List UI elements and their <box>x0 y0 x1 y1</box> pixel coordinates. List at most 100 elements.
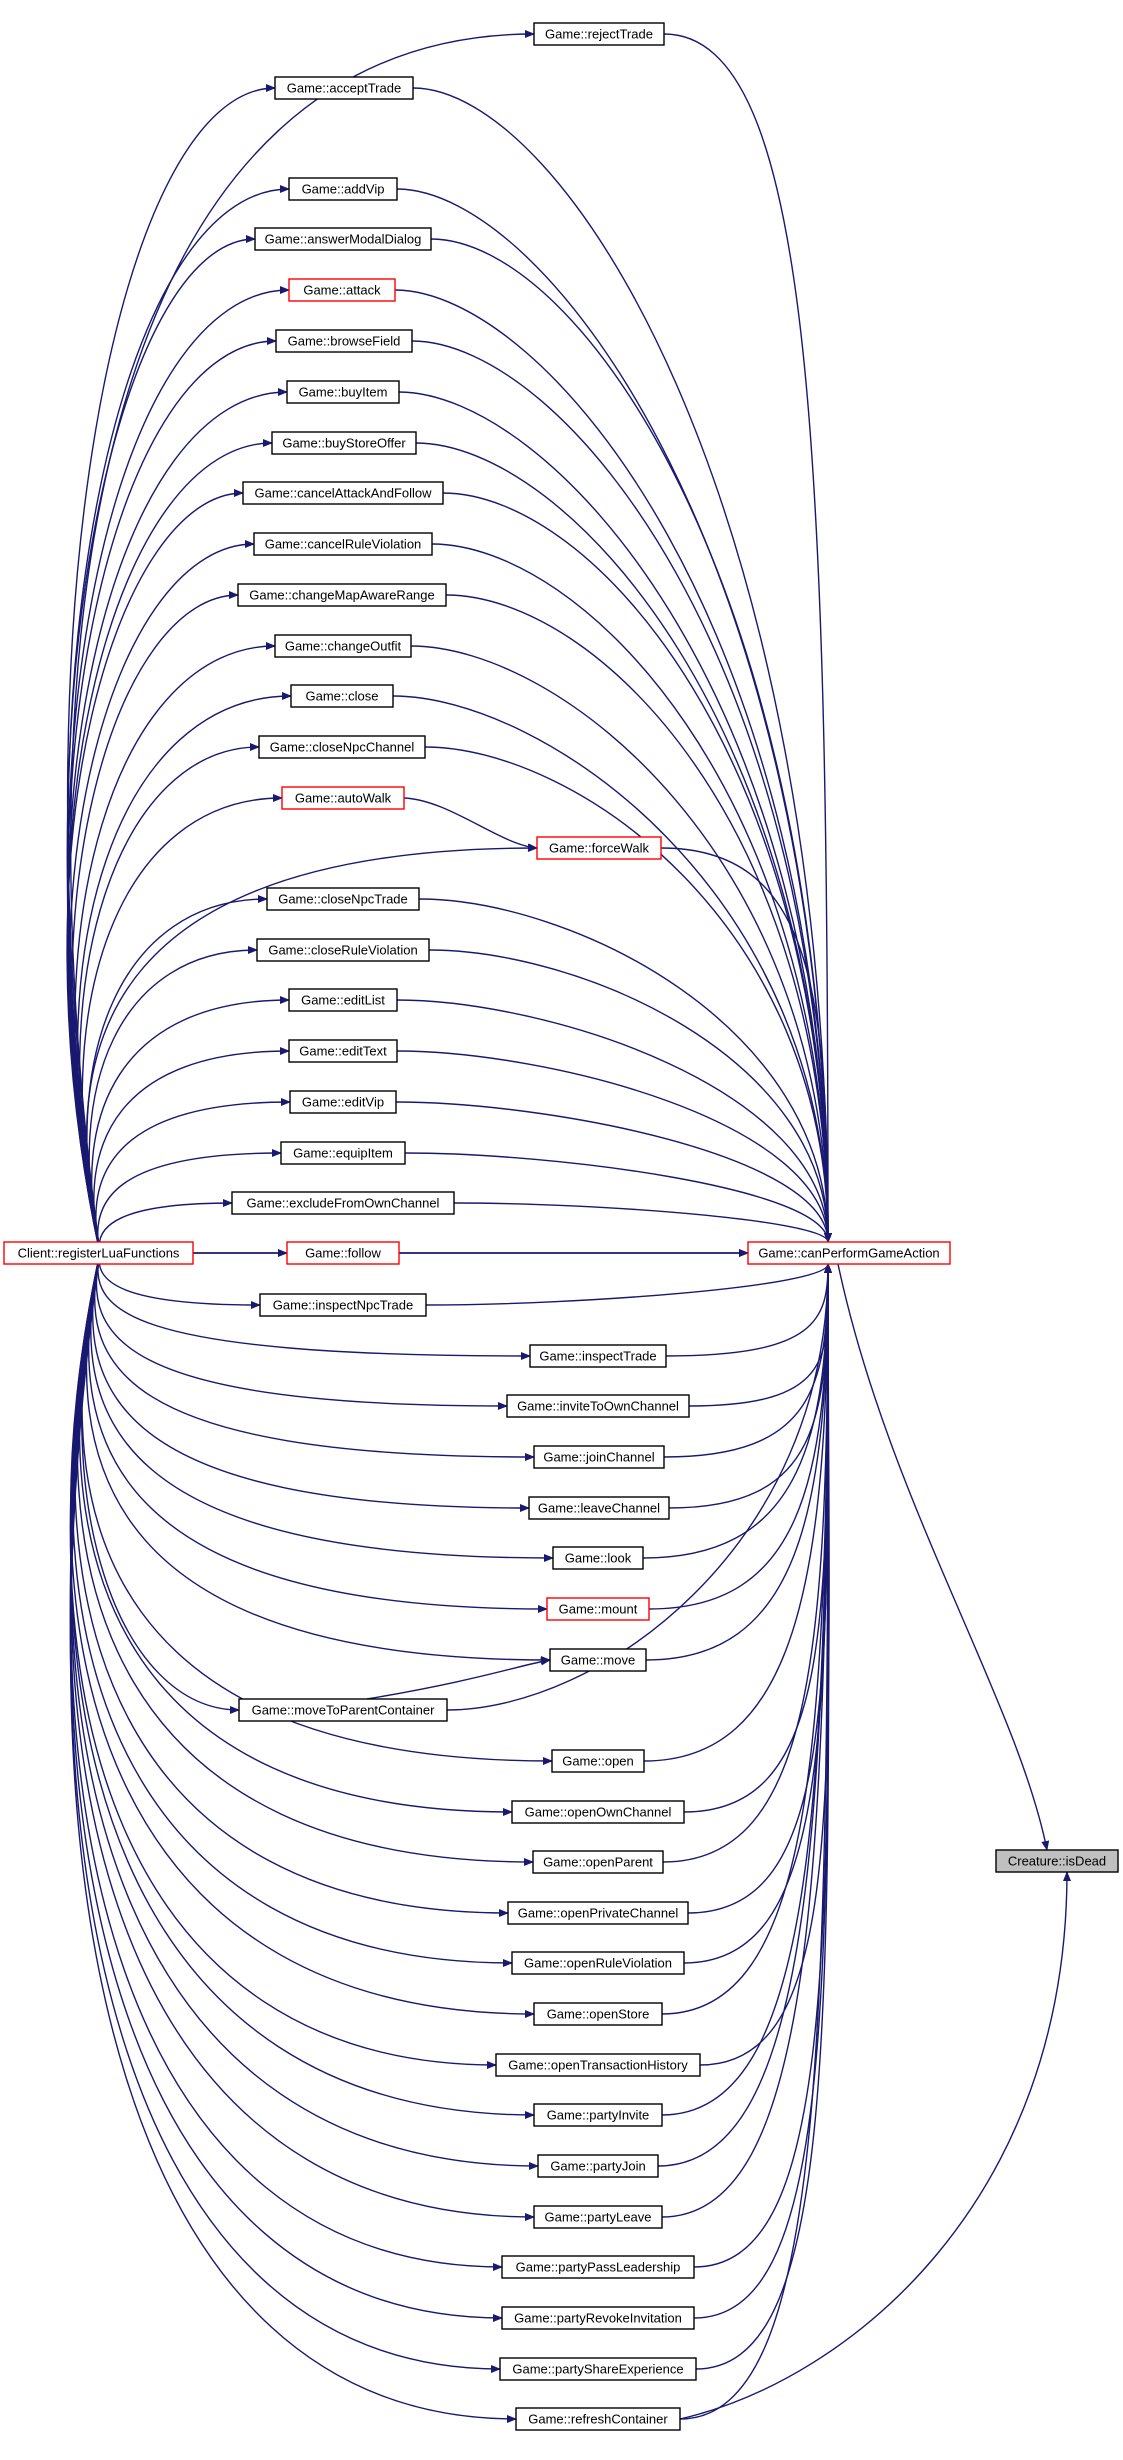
node-mount-box[interactable] <box>546 1597 650 1621</box>
node-refresh[interactable]: Game::refreshContainer <box>515 2407 681 2431</box>
node-inspnpc[interactable]: Game::inspectNpcTrade <box>259 1293 427 1317</box>
node-join-box[interactable] <box>533 1445 665 1469</box>
node-equip-box[interactable] <box>280 1141 406 1165</box>
node-partyjoin-box[interactable] <box>537 2154 659 2178</box>
node-cancelatk[interactable]: Game::cancelAttackAndFollow <box>242 481 444 505</box>
node-openown-box[interactable] <box>511 1800 685 1824</box>
node-partyshare[interactable]: Game::partyShareExperience <box>499 2357 697 2381</box>
node-browse-box[interactable] <box>275 329 413 353</box>
node-openpar-box[interactable] <box>532 1850 664 1874</box>
node-leave-box[interactable] <box>528 1496 670 1520</box>
node-changeout[interactable]: Game::changeOutfit <box>274 634 412 658</box>
node-editvip-box[interactable] <box>289 1090 397 1114</box>
node-changemap-box[interactable] <box>237 583 447 607</box>
node-closenpcch-box[interactable] <box>258 735 426 759</box>
node-openown[interactable]: Game::openOwnChannel <box>511 1800 685 1824</box>
node-open-box[interactable] <box>551 1749 645 1773</box>
node-editlist[interactable]: Game::editList <box>288 988 398 1012</box>
node-partypass-box[interactable] <box>501 2255 695 2279</box>
node-openstore[interactable]: Game::openStore <box>533 2002 663 2026</box>
node-closerule-box[interactable] <box>256 938 430 962</box>
node-browse[interactable]: Game::browseField <box>275 329 413 353</box>
node-movepar[interactable]: Game::moveToParentContainer <box>238 1698 448 1722</box>
node-openpriv-box[interactable] <box>507 1901 689 1925</box>
node-canperform[interactable]: Game::canPerformGameAction <box>747 1241 951 1265</box>
node-partyrev[interactable]: Game::partyRevokeInvitation <box>501 2306 695 2330</box>
node-forcewalk[interactable]: Game::forceWalk <box>536 836 662 860</box>
node-partyleave[interactable]: Game::partyLeave <box>533 2205 663 2229</box>
node-leave[interactable]: Game::leaveChannel <box>528 1496 670 1520</box>
node-addvip[interactable]: Game::addVip <box>288 177 398 201</box>
node-partypass[interactable]: Game::partyPassLeadership <box>501 2255 695 2279</box>
node-openrule-box[interactable] <box>511 1951 685 1975</box>
node-exclude[interactable]: Game::excludeFromOwnChannel <box>231 1191 455 1215</box>
node-reject[interactable]: Game::rejectTrade <box>533 22 665 46</box>
node-accept-box[interactable] <box>274 76 414 100</box>
node-partyrev-box[interactable] <box>501 2306 695 2330</box>
node-inspnpc-box[interactable] <box>259 1293 427 1317</box>
node-partyshare-box[interactable] <box>499 2357 697 2381</box>
node-cancelatk-box[interactable] <box>242 481 444 505</box>
node-forcewalk-box[interactable] <box>536 836 662 860</box>
node-partyleave-box[interactable] <box>533 2205 663 2229</box>
node-buystore-box[interactable] <box>271 431 417 455</box>
node-addvip-box[interactable] <box>288 177 398 201</box>
node-edittext[interactable]: Game::editText <box>288 1039 398 1063</box>
node-accept[interactable]: Game::acceptTrade <box>274 76 414 100</box>
node-partyinv[interactable]: Game::partyInvite <box>533 2103 663 2127</box>
node-attack-box[interactable] <box>288 278 396 302</box>
node-closenpcch[interactable]: Game::closeNpcChannel <box>258 735 426 759</box>
node-look[interactable]: Game::look <box>552 1546 644 1570</box>
node-isdead-box[interactable] <box>995 1849 1119 1873</box>
node-join[interactable]: Game::joinChannel <box>533 1445 665 1469</box>
node-opentrans[interactable]: Game::openTransactionHistory <box>495 2053 701 2077</box>
node-follow[interactable]: Game::follow <box>286 1241 400 1265</box>
node-openrule[interactable]: Game::openRuleViolation <box>511 1951 685 1975</box>
node-close[interactable]: Game::close <box>290 684 394 708</box>
node-opentrans-box[interactable] <box>495 2053 701 2077</box>
node-partyinv-box[interactable] <box>533 2103 663 2127</box>
node-follow-box[interactable] <box>286 1241 400 1265</box>
node-move[interactable]: Game::move <box>549 1648 647 1672</box>
node-canperform-box[interactable] <box>747 1241 951 1265</box>
node-look-box[interactable] <box>552 1546 644 1570</box>
node-buyitem-box[interactable] <box>286 380 400 404</box>
node-open[interactable]: Game::open <box>551 1749 645 1773</box>
node-answer[interactable]: Game::answerModalDialog <box>254 227 432 251</box>
node-closenpctr-box[interactable] <box>266 887 420 911</box>
node-buystore[interactable]: Game::buyStoreOffer <box>271 431 417 455</box>
node-closerule[interactable]: Game::closeRuleViolation <box>256 938 430 962</box>
node-isdead[interactable]: Creature::isDead <box>995 1849 1119 1873</box>
node-buyitem[interactable]: Game::buyItem <box>286 380 400 404</box>
node-equip[interactable]: Game::equipItem <box>280 1141 406 1165</box>
node-client[interactable]: Client::registerLuaFunctions <box>3 1241 194 1265</box>
node-closenpctr[interactable]: Game::closeNpcTrade <box>266 887 420 911</box>
node-partyjoin[interactable]: Game::partyJoin <box>537 2154 659 2178</box>
node-invite-box[interactable] <box>506 1394 690 1418</box>
node-refresh-box[interactable] <box>515 2407 681 2431</box>
node-autowalk-box[interactable] <box>281 786 405 810</box>
node-editvip[interactable]: Game::editVip <box>289 1090 397 1114</box>
node-mount[interactable]: Game::mount <box>546 1597 650 1621</box>
node-editlist-box[interactable] <box>288 988 398 1012</box>
node-close-box[interactable] <box>290 684 394 708</box>
node-edittext-box[interactable] <box>288 1039 398 1063</box>
node-attack[interactable]: Game::attack <box>288 278 396 302</box>
node-autowalk[interactable]: Game::autoWalk <box>281 786 405 810</box>
node-reject-box[interactable] <box>533 22 665 46</box>
node-exclude-box[interactable] <box>231 1191 455 1215</box>
node-answer-box[interactable] <box>254 227 432 251</box>
node-insptrade[interactable]: Game::inspectTrade <box>529 1344 667 1368</box>
node-changeout-box[interactable] <box>274 634 412 658</box>
node-movepar-box[interactable] <box>238 1698 448 1722</box>
node-move-box[interactable] <box>549 1648 647 1672</box>
node-cancelrule-box[interactable] <box>253 532 433 556</box>
node-insptrade-box[interactable] <box>529 1344 667 1368</box>
node-client-box[interactable] <box>3 1241 194 1265</box>
node-openpriv[interactable]: Game::openPrivateChannel <box>507 1901 689 1925</box>
node-openstore-box[interactable] <box>533 2002 663 2026</box>
node-changemap[interactable]: Game::changeMapAwareRange <box>237 583 447 607</box>
node-openpar[interactable]: Game::openParent <box>532 1850 664 1874</box>
node-cancelrule[interactable]: Game::cancelRuleViolation <box>253 532 433 556</box>
node-invite[interactable]: Game::inviteToOwnChannel <box>506 1394 690 1418</box>
